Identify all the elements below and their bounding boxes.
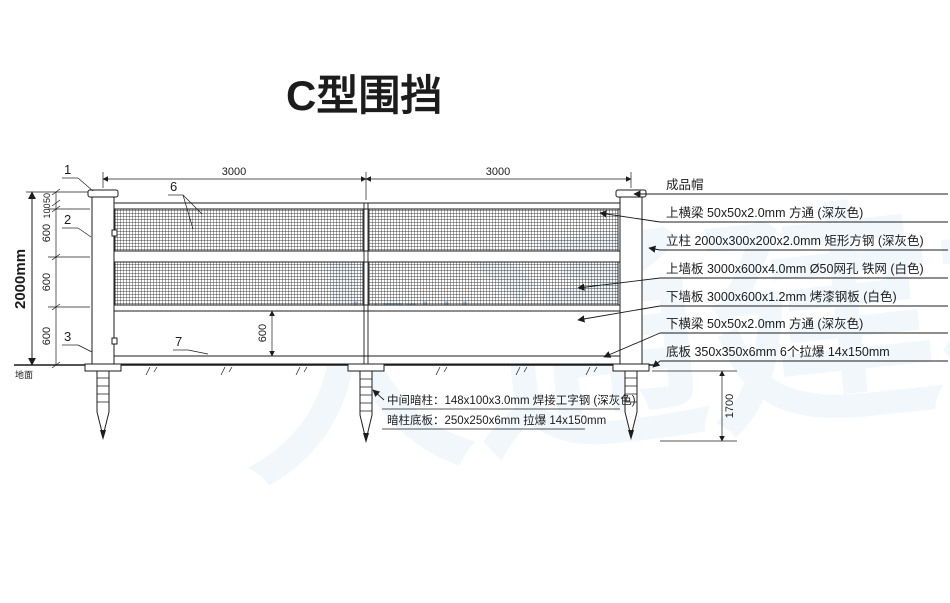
part-label-7: 7 [175, 334, 182, 349]
callout-base-plate-text: 底板 350x350x6mm 6个拉爆 14x150mm [666, 344, 890, 359]
callout-upper-wall-text: 上墙板 3000x600x4.0mm Ø50网孔 铁网 (白色) [666, 261, 924, 276]
dim-span-left: 3000 [222, 166, 246, 178]
note-stake-base-plate: 暗柱底板：250x250x6mm 拉爆 14x150mm [387, 413, 606, 427]
middle-stake [359, 370, 373, 443]
dim-seg-600-3: 600 [41, 327, 53, 345]
callout-bottom-beam: 下横梁 50x50x2.0mm 方通 (深灰色) [603, 316, 948, 358]
mesh-panel-upper-right [368, 208, 619, 252]
lower-panel-dimension: 600 [257, 310, 280, 357]
top-dimension: 3000 3000 [102, 166, 632, 200]
post-bracket-lower [111, 337, 118, 345]
callout-lower-wall-text: 下墙板 3000x600x1.2mm 烤漆钢板 (白色) [666, 289, 897, 304]
left-post-cap [87, 189, 119, 198]
soil-hatch [145, 366, 598, 376]
dim-seg-50: 50 [42, 193, 52, 203]
left-stake [96, 370, 110, 440]
fence-elevation [87, 189, 647, 365]
callout-upper-wall: 上墙板 3000x600x4.0mm Ø50网孔 铁网 (白色) [577, 261, 948, 291]
left-dimension-chain: 2000mm 50 100 600 600 600 [12, 188, 90, 369]
lower-frame-rail [113, 304, 621, 312]
right-base-plate [612, 363, 650, 372]
lower-wall-panel [113, 310, 621, 357]
dim-total-height: 2000mm [12, 249, 29, 309]
callouts: 成品帽 上横梁 50x50x2.0mm 方通 (深灰色) 立柱 2000x300… [577, 177, 948, 368]
part-label-2: 2 [64, 212, 71, 227]
bottom-beam [113, 355, 621, 365]
callout-top-beam: 上横梁 50x50x2.0mm 方通 (深灰色) [599, 205, 948, 223]
callout-lower-wall: 下墙板 3000x600x1.2mm 烤漆钢板 (白色) [577, 289, 948, 323]
ground-label: 地面 [15, 369, 33, 380]
middle-beam [113, 250, 621, 263]
right-stake [624, 370, 638, 440]
callout-post: 立柱 2000x300x200x2.0mm 矩形方钢 (深灰色) [648, 233, 948, 253]
buried-depth-dimension: 1700 [652, 370, 737, 442]
part-label-6: 6 [170, 179, 177, 194]
callout-bottom-beam-text: 下横梁 50x50x2.0mm 方通 (深灰色) [666, 316, 863, 331]
callout-base-plate: 底板 350x350x6mm 6个拉爆 14x150mm [652, 344, 948, 368]
dim-buried-depth: 1700 [724, 394, 736, 418]
left-post [91, 196, 115, 365]
foundations [84, 363, 650, 443]
callout-cap: 成品帽 [633, 177, 948, 198]
left-base-plate [84, 363, 122, 372]
note-middle-post: 中间暗柱：148x100x3.0mm 焊接工字钢 (深灰色) [387, 393, 636, 407]
part-number-labels: 1 2 3 6 7 [62, 162, 209, 355]
dim-seg-100: 100 [42, 203, 52, 218]
part-label-1: 1 [64, 162, 71, 177]
part-label-3: 3 [64, 329, 71, 344]
callout-top-beam-text: 上横梁 50x50x2.0mm 方通 (深灰色) [666, 205, 863, 220]
middle-base-plate [347, 363, 385, 372]
right-post-cap [615, 189, 647, 198]
callout-post-text: 立柱 2000x300x200x2.0mm 矩形方钢 (深灰色) [666, 233, 924, 248]
post-bracket-upper [111, 229, 118, 237]
mesh-panel-lower-right [368, 261, 619, 306]
bottom-notes: 中间暗柱：148x100x3.0mm 焊接工字钢 (深灰色) 暗柱底板：250x… [372, 389, 636, 430]
mesh-panel-lower-left [114, 261, 364, 306]
dim-seg-600-1: 600 [41, 224, 53, 242]
top-beam [113, 202, 621, 210]
mesh-panel-upper-left [114, 208, 364, 252]
drawing-title: C型围挡 [286, 72, 442, 119]
dim-seg-600-2: 600 [41, 273, 53, 291]
dim-span-right: 3000 [486, 166, 510, 178]
callout-cap-text: 成品帽 [666, 177, 704, 192]
dim-lower-panel: 600 [257, 324, 269, 342]
